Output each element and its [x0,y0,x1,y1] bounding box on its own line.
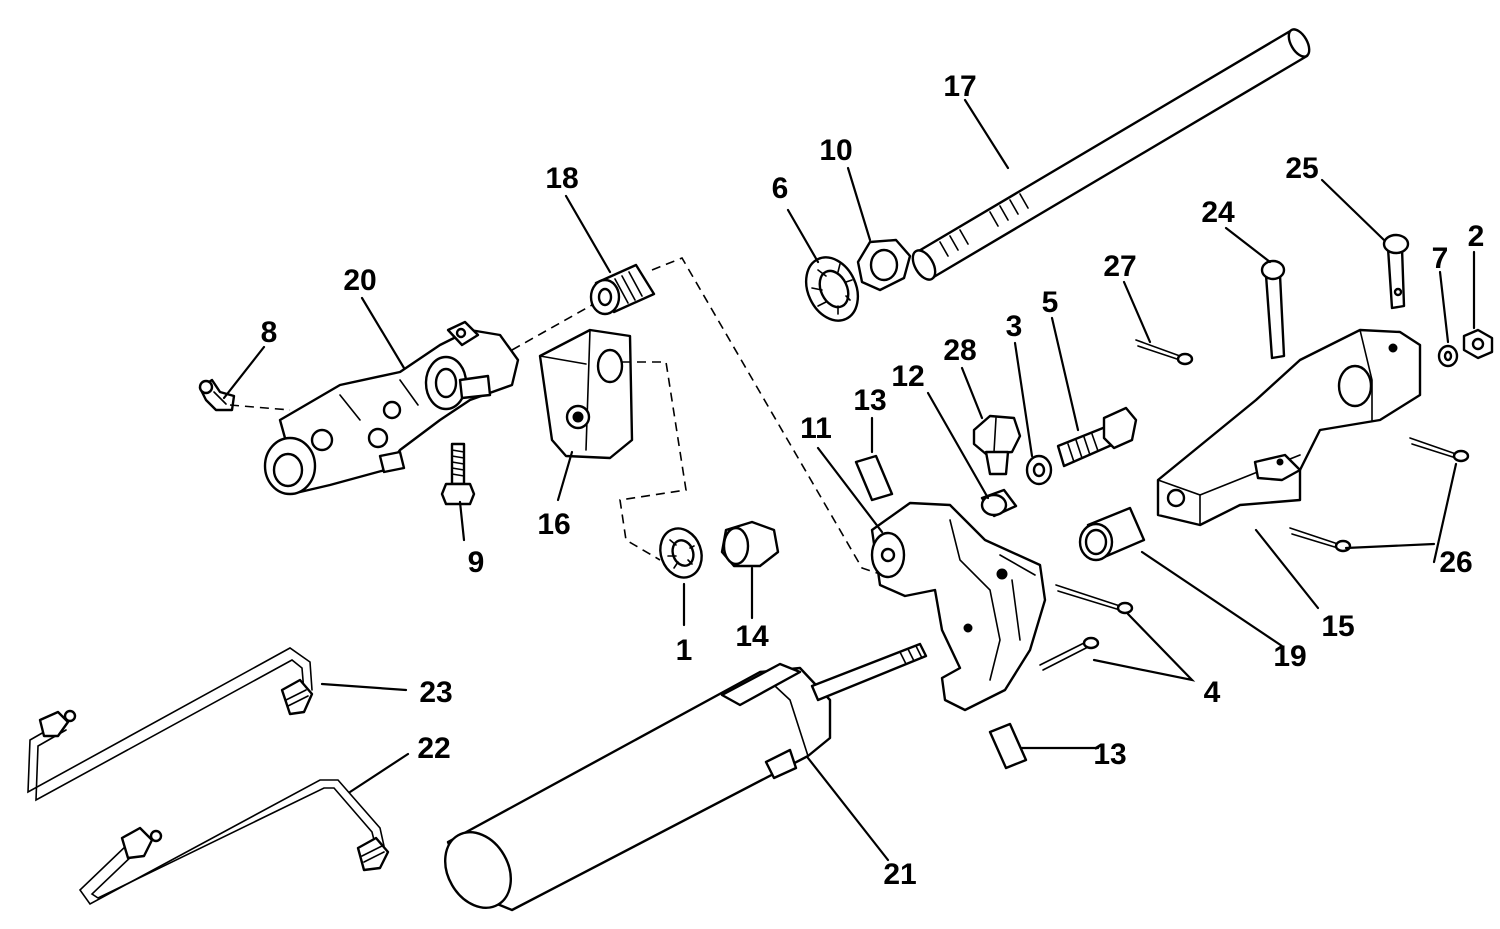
part-5-bolt [1056,406,1138,468]
callout-14: 14 [735,620,769,653]
part-14-cap-nut [720,520,780,568]
callout-16: 16 [537,508,570,541]
callout-24: 24 [1201,196,1235,229]
callout-19: 19 [1273,640,1306,673]
part-27-cotter-pin [1135,339,1194,366]
part-13-pad-lower [988,722,1028,770]
part-24-clevis-pin [1260,259,1286,360]
part-2-nut [1462,328,1494,360]
callout-25: 25 [1285,152,1318,185]
callout-23: 23 [419,676,452,709]
callout-8: 8 [261,316,278,349]
part-26-cotter-pins [1289,437,1470,553]
callout-26: 26 [1439,546,1472,579]
callout-22: 22 [417,732,450,765]
part-11-steering-arm [870,501,1047,712]
part-12-bushing [980,488,1018,518]
part-9-bolt [440,442,476,506]
callout-9: 9 [468,546,485,579]
part-25-clevis-pin [1382,233,1410,310]
callout-20: 20 [343,264,376,297]
part-15-bracket [1156,328,1422,527]
callout-13-lower: 13 [1093,738,1126,771]
callout-27: 27 [1103,250,1136,283]
part-20-valve-body [263,320,520,496]
callout-15: 15 [1321,610,1354,643]
part-23-hydraulic-line [27,647,314,802]
leader-lines [222,98,1476,862]
part-6-lock-washer [804,256,860,322]
part-19-sleeve [1078,506,1146,562]
callout-6: 6 [772,172,789,205]
callout-18: 18 [545,162,578,195]
callout-1: 1 [676,634,693,667]
callout-12: 12 [891,360,924,393]
part-13-pad-upper [854,454,894,502]
part-3-washer [1025,454,1053,486]
part-10-hex-nut [856,238,912,292]
callout-17: 17 [943,70,976,103]
part-16-block [538,328,634,460]
callout-3: 3 [1006,310,1023,343]
part-4-cotter-pins [1039,584,1134,671]
callout-5: 5 [1042,286,1059,319]
callout-21: 21 [883,858,916,891]
part-17-tube [911,28,1311,281]
part-28-hex-bolt [972,414,1022,476]
part-21-cylinder [444,642,928,912]
part-22-hydraulic-line [78,779,390,906]
callout-10: 10 [819,134,852,167]
callouts: 17 10 6 18 20 8 9 16 1 14 11 13 12 28 3 … [261,70,1485,891]
part-8-grease-fitting [198,378,236,412]
callout-7: 7 [1432,242,1449,275]
part-18-threaded-fitting [589,263,656,316]
callout-13-upper: 13 [853,384,886,417]
callout-11: 11 [800,412,832,445]
callout-4: 4 [1204,676,1221,709]
callout-28: 28 [943,334,976,367]
alignment-lines [229,257,881,575]
callout-2: 2 [1468,220,1485,253]
part-7-washer [1437,344,1459,368]
part-1-lock-washer [659,527,703,579]
